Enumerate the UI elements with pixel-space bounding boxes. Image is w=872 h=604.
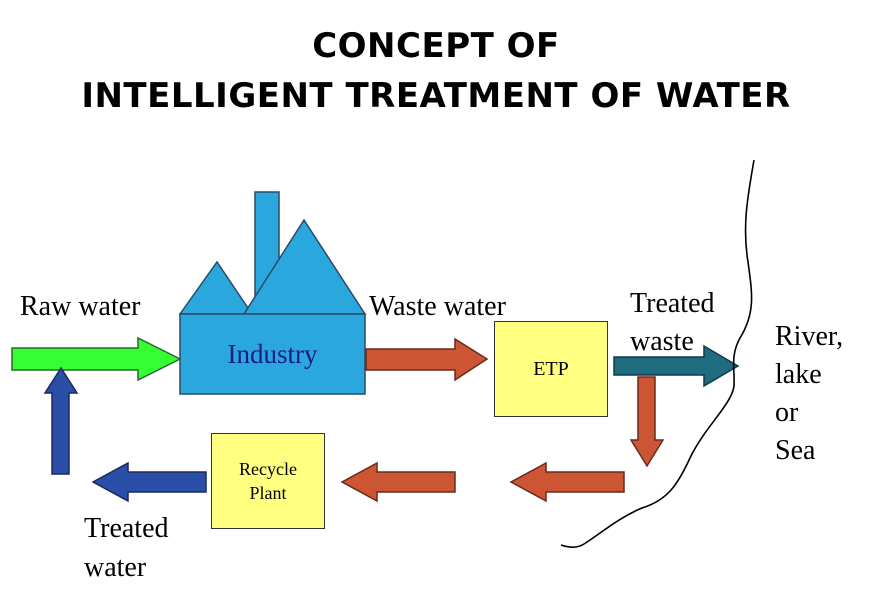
river-label-line-4: Sea bbox=[775, 435, 816, 466]
waste-water-arrow bbox=[365, 337, 489, 382]
recycle-plant-box: Recycle Plant bbox=[211, 433, 325, 529]
treated-water-label-line-2: water bbox=[84, 552, 147, 583]
page-title-line-2: INTELLIGENT TREATMENT OF WATER bbox=[81, 76, 791, 116]
raw-water-arrow bbox=[11, 336, 182, 382]
treated-water-label-line-1: Treated bbox=[84, 513, 169, 544]
page-title-line-1: CONCEPT OF bbox=[312, 26, 560, 66]
river-label-line-2: lake bbox=[775, 359, 822, 390]
river-label-line-1: River, bbox=[775, 321, 844, 352]
treated-waste-label-line-1: Treated bbox=[630, 288, 715, 319]
factory-body bbox=[179, 313, 366, 395]
recycle-up-arrow bbox=[43, 366, 79, 475]
river-label-line-3: or bbox=[775, 397, 799, 428]
industry-factory-icon bbox=[178, 191, 367, 395]
etp-box: ETP bbox=[494, 321, 608, 417]
etp-down-arrow bbox=[629, 376, 665, 468]
return-arrow-left bbox=[340, 461, 456, 503]
waste-water-label: Waste water bbox=[369, 291, 506, 322]
treated-waste-label-line-2: waste bbox=[630, 326, 694, 357]
return-arrow-right bbox=[509, 461, 625, 503]
treated-waste-arrow bbox=[613, 344, 740, 388]
coastline bbox=[560, 159, 755, 548]
treated-water-arrow bbox=[91, 461, 207, 503]
raw-water-label: Raw water bbox=[20, 291, 141, 322]
industry-label: Industry bbox=[227, 338, 318, 369]
factory-roof-left bbox=[178, 260, 254, 315]
